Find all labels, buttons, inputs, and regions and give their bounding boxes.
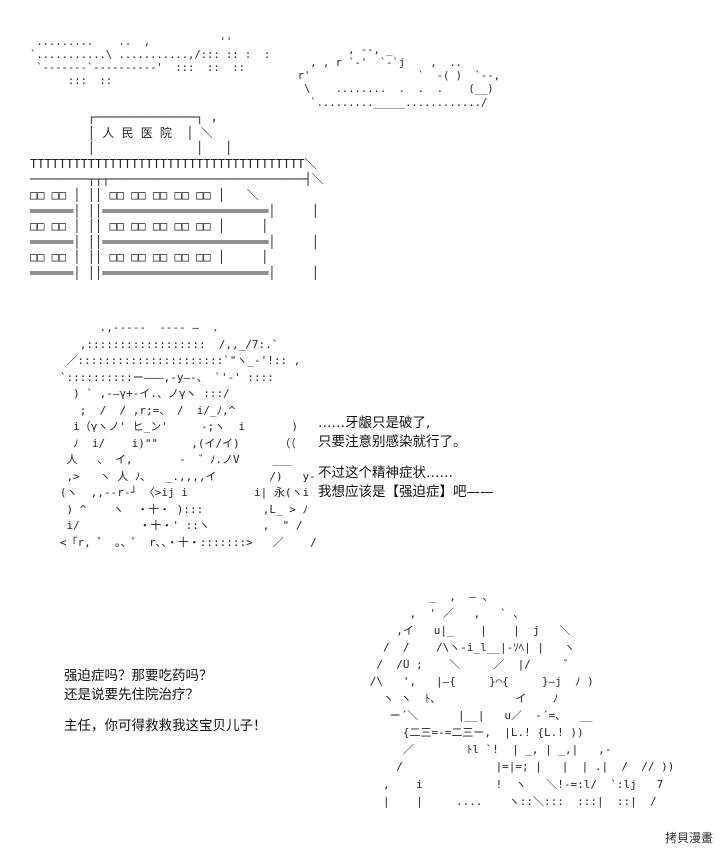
doctor-ascii-art: .,----- ---- ― . ,:::::::::::::::::: /,,… [59,321,317,549]
sky-ascii-art: ......... .. , '' `...........\ ........… [30,36,271,88]
dialogue-line: 只要注意别感染就行了。 [318,434,467,450]
mother-ascii-art: _ , ― 、 , ' ／ , ` 、 ,イ u|_ | | j ＼ / / /… [369,590,675,808]
watermark-text: 拷貝漫畫 [664,831,713,845]
dialogue-line: 还是说要先住院治疗？ [64,687,199,703]
dialogue-line: 主任，你可得救救我这宝贝儿子！ [64,718,267,734]
dialogue-line: 不过这个精神症状…… [318,465,453,481]
cloud-ascii-art: , --, _ , , r `-' `-`j , .. r' ` -( ) `-… [297,44,500,109]
dialogue-gap [64,705,267,717]
dialogue-gap [318,452,494,464]
dialogue-line: 强迫症吗？那要吃药吗？ [64,668,213,684]
dialogue-line: ……牙龈只是破了, [318,415,431,431]
mother-dialogue: 强迫症吗？那要吃药吗？ 还是说要先住院治疗？ 主任，你可得救救我这宝贝儿子！ [64,667,267,736]
doctor-dialogue: ……牙龈只是破了, 只要注意别感染就行了。 不过这个精神症状…… 我想应该是【强… [318,414,494,502]
dialogue-line: 我想应该是【强迫症】吧—— [318,484,494,500]
hospital-building-ascii-art: ┌──────────────┐ , │ 人 民 医 院 │ ＼ │ │ │ T… [30,110,324,280]
